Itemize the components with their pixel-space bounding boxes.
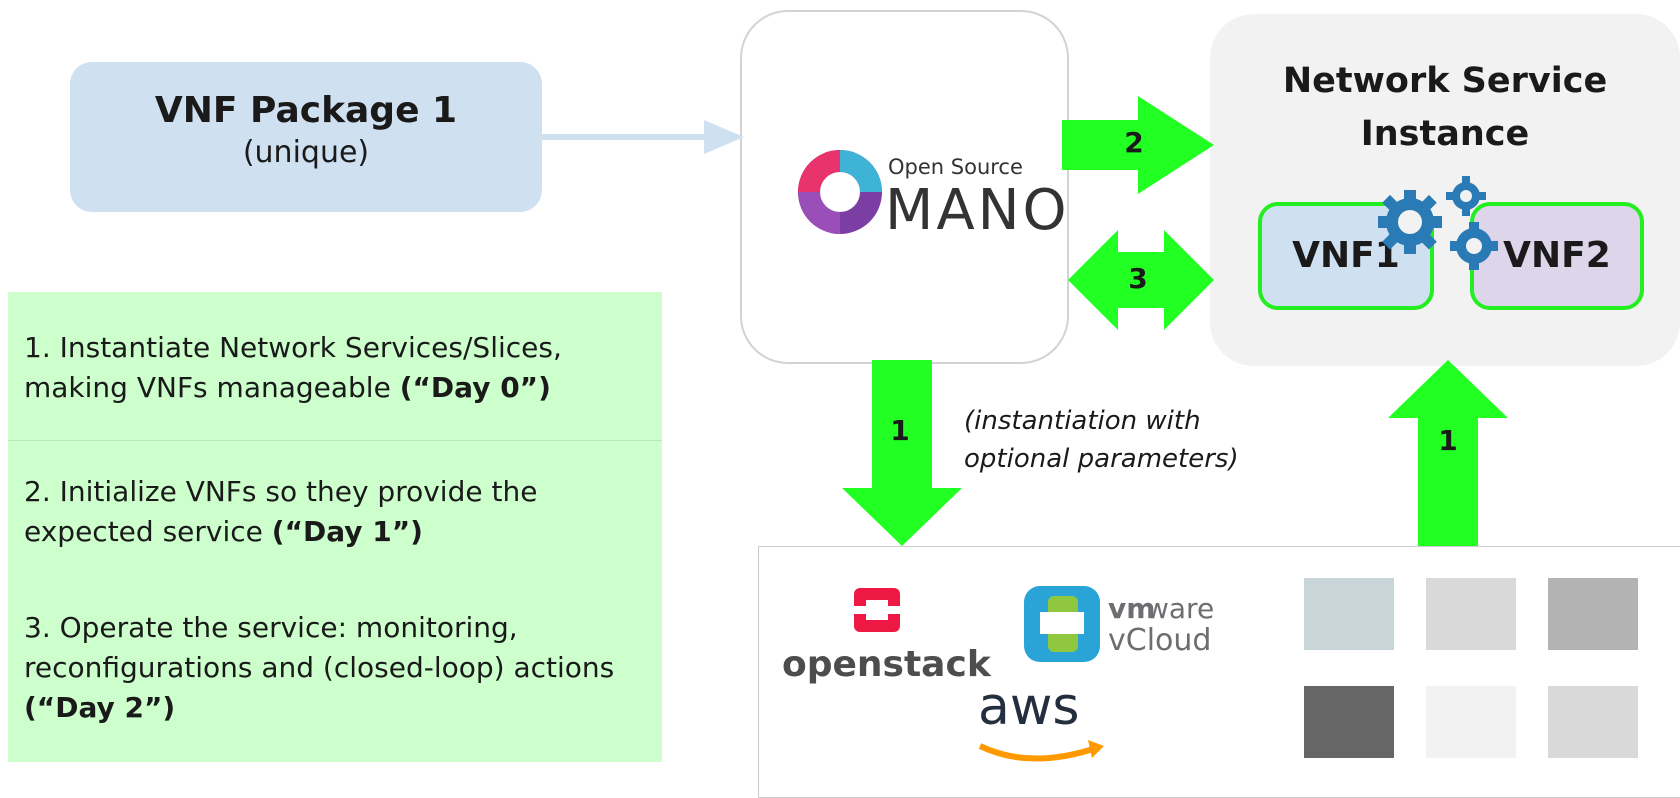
vmware-vcloud-logo: vm ware vCloud: [1024, 586, 1214, 662]
step-2-day: (“Day 1”): [271, 515, 423, 548]
vnf1-box: VNF1: [1258, 202, 1434, 310]
mano-box: [740, 10, 1069, 364]
instantiation-note: (instantiation with optional parameters): [964, 406, 1239, 474]
aws-logo: aws: [978, 677, 1104, 762]
infrastructure-tile: [1304, 578, 1394, 650]
gear-small-bottom-icon: [1450, 222, 1498, 270]
infrastructure-tile: [1426, 686, 1516, 758]
package-arrow-shaft: [542, 134, 708, 140]
step-3-text: 3. Operate the service: monitoring, reco…: [24, 611, 615, 684]
infrastructure-tile: [1548, 578, 1638, 650]
vnf-package-subtitle: (unique): [242, 135, 370, 170]
openstack-logo: openstack: [782, 588, 992, 685]
steps-panel: 1. Instantiate Network Services/Slices, …: [8, 292, 662, 762]
vmware-wordmark-ware: ware: [1146, 592, 1214, 625]
arrow-2-label: 2: [1124, 126, 1144, 159]
network-service-title: Network Service Instance: [1282, 61, 1608, 154]
step-2-text: 2. Initialize VNFs so they provide the e…: [24, 475, 538, 548]
package-arrow-head: [704, 120, 744, 154]
step-3-day: (“Day 2”): [24, 691, 176, 724]
arrow-1-up: [1388, 360, 1508, 546]
aws-wordmark: aws: [978, 677, 1080, 737]
arrow-3-label: 3: [1128, 262, 1148, 295]
arrow-3: [1068, 230, 1214, 330]
gear-icon: [1378, 190, 1442, 254]
vmware-wordmark-vm: vm: [1108, 592, 1155, 625]
arrow-1-up-label: 1: [1438, 424, 1458, 457]
step-1-day: (“Day 0”): [399, 371, 551, 404]
openstack-wordmark: openstack: [782, 644, 992, 685]
infrastructure-tile: [1304, 686, 1394, 758]
infrastructure-tile: [1426, 578, 1516, 650]
arrow-2: [1062, 96, 1214, 194]
vnf-package-box: VNF Package 1 (unique): [70, 62, 542, 212]
mano-label-open-source: Open Source: [888, 155, 1023, 179]
package-to-mano-arrow: [542, 120, 744, 154]
gear-small-top-icon: [1446, 176, 1486, 216]
arrow-1-down-label: 1: [890, 414, 910, 447]
step-1: 1. Instantiate Network Services/Slices, …: [24, 328, 654, 408]
osm-logo-icon: [798, 150, 882, 234]
mano-label-mano: MANO: [885, 178, 1070, 243]
vcloud-wordmark: vCloud: [1108, 623, 1211, 658]
vnf-package-title: VNF Package 1: [154, 90, 458, 131]
infrastructure-tile: [1548, 686, 1638, 758]
arrow-1-down: [842, 360, 962, 546]
steps-divider: [8, 440, 662, 441]
step-1-text: 1. Instantiate Network Services/Slices, …: [24, 331, 562, 404]
step-3: 3. Operate the service: monitoring, reco…: [24, 608, 654, 728]
step-2: 2. Initialize VNFs so they provide the e…: [24, 472, 654, 552]
